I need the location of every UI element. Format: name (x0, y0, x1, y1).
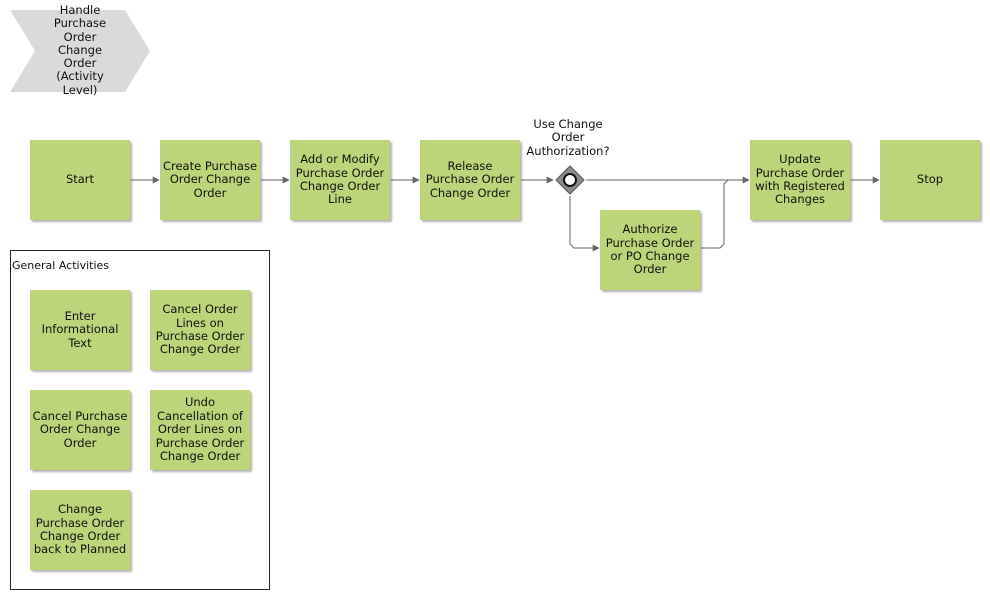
authorize-label: Authorize Purchase Order or PO Change Or… (605, 222, 695, 277)
gateway-label: Use Change Order Authorization? (526, 117, 610, 158)
change-back-to-planned-node[interactable]: Change Purchase Order Change Order back … (30, 490, 130, 570)
update-purchase-order-label: Update Purchase Order with Registered Ch… (755, 152, 845, 207)
general-activity-label: Enter Informational Text (41, 308, 119, 350)
general-activity-label: Cancel Order Lines on Purchase Order Cha… (155, 302, 245, 357)
undo-cancellation-node[interactable]: Undo Cancellation of Order Lines on Purc… (150, 390, 250, 470)
create-change-order-label: Create Purchase Order Change Order (162, 158, 258, 200)
exclusive-gateway[interactable] (555, 165, 585, 195)
edge-authorize-update (701, 179, 729, 249)
general-activities-title: General Activities (12, 259, 110, 272)
start-node[interactable]: Start (30, 140, 130, 220)
create-change-order-node[interactable]: Create Purchase Order Change Order (160, 140, 260, 220)
general-activities-group (10, 250, 270, 590)
edge-gateway-authorize (569, 196, 600, 252)
add-modify-line-label: Add or Modify Purchase Order Change Orde… (295, 152, 385, 207)
general-activity-label: Change Purchase Order Change Order back … (33, 502, 127, 557)
release-change-order-label: Release Purchase Order Change Order (425, 158, 515, 200)
update-purchase-order-node[interactable]: Update Purchase Order with Registered Ch… (750, 140, 850, 220)
release-change-order-node[interactable]: Release Purchase Order Change Order (420, 140, 520, 220)
cancel-order-lines-node[interactable]: Cancel Order Lines on Purchase Order Cha… (150, 290, 250, 370)
authorize-node[interactable]: Authorize Purchase Order or PO Change Or… (600, 210, 700, 290)
enter-informational-text-node[interactable]: Enter Informational Text (30, 290, 130, 370)
stop-node-label: Stop (916, 172, 944, 187)
general-activity-label: Undo Cancellation of Order Lines on Purc… (155, 395, 245, 464)
process-title: Handle Purchase Order Change Order (Acti… (53, 3, 107, 97)
stop-node[interactable]: Stop (880, 140, 980, 220)
start-node-label: Start (65, 172, 95, 187)
add-modify-line-node[interactable]: Add or Modify Purchase Order Change Orde… (290, 140, 390, 220)
cancel-change-order-node[interactable]: Cancel Purchase Order Change Order (30, 390, 130, 470)
general-activity-label: Cancel Purchase Order Change Order (32, 408, 128, 450)
